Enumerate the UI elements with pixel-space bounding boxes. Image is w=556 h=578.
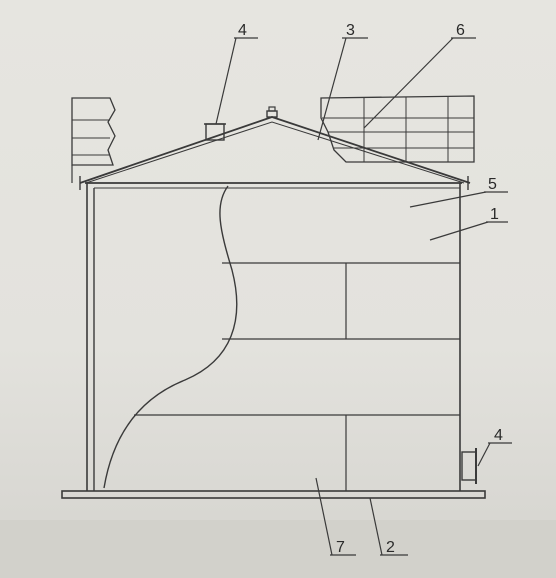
paper-shadow bbox=[0, 520, 556, 578]
roof-nozzle bbox=[204, 123, 226, 141]
conical-roof bbox=[79, 116, 471, 184]
label-4-roof-nozzle: 4 bbox=[238, 22, 247, 39]
side-fitting bbox=[461, 448, 477, 484]
insulation-block bbox=[320, 95, 475, 163]
label-7: 7 bbox=[336, 539, 345, 556]
roof-edge-stubs bbox=[79, 176, 469, 190]
shell-seams bbox=[134, 262, 460, 491]
label-2-base: 2 bbox=[386, 539, 395, 556]
label-5: 5 bbox=[488, 176, 497, 193]
base-plate bbox=[61, 490, 486, 499]
label-4-side-fitting: 4 bbox=[494, 427, 503, 444]
label-3-roof: 3 bbox=[346, 22, 355, 39]
roof-vent bbox=[266, 106, 278, 118]
tank-shell bbox=[85, 182, 462, 491]
left-parapet bbox=[71, 97, 116, 183]
cutaway-curve bbox=[103, 185, 238, 489]
leader-lines bbox=[215, 37, 512, 556]
label-6-insulation: 6 bbox=[456, 22, 465, 39]
label-1-shell: 1 bbox=[490, 206, 499, 223]
